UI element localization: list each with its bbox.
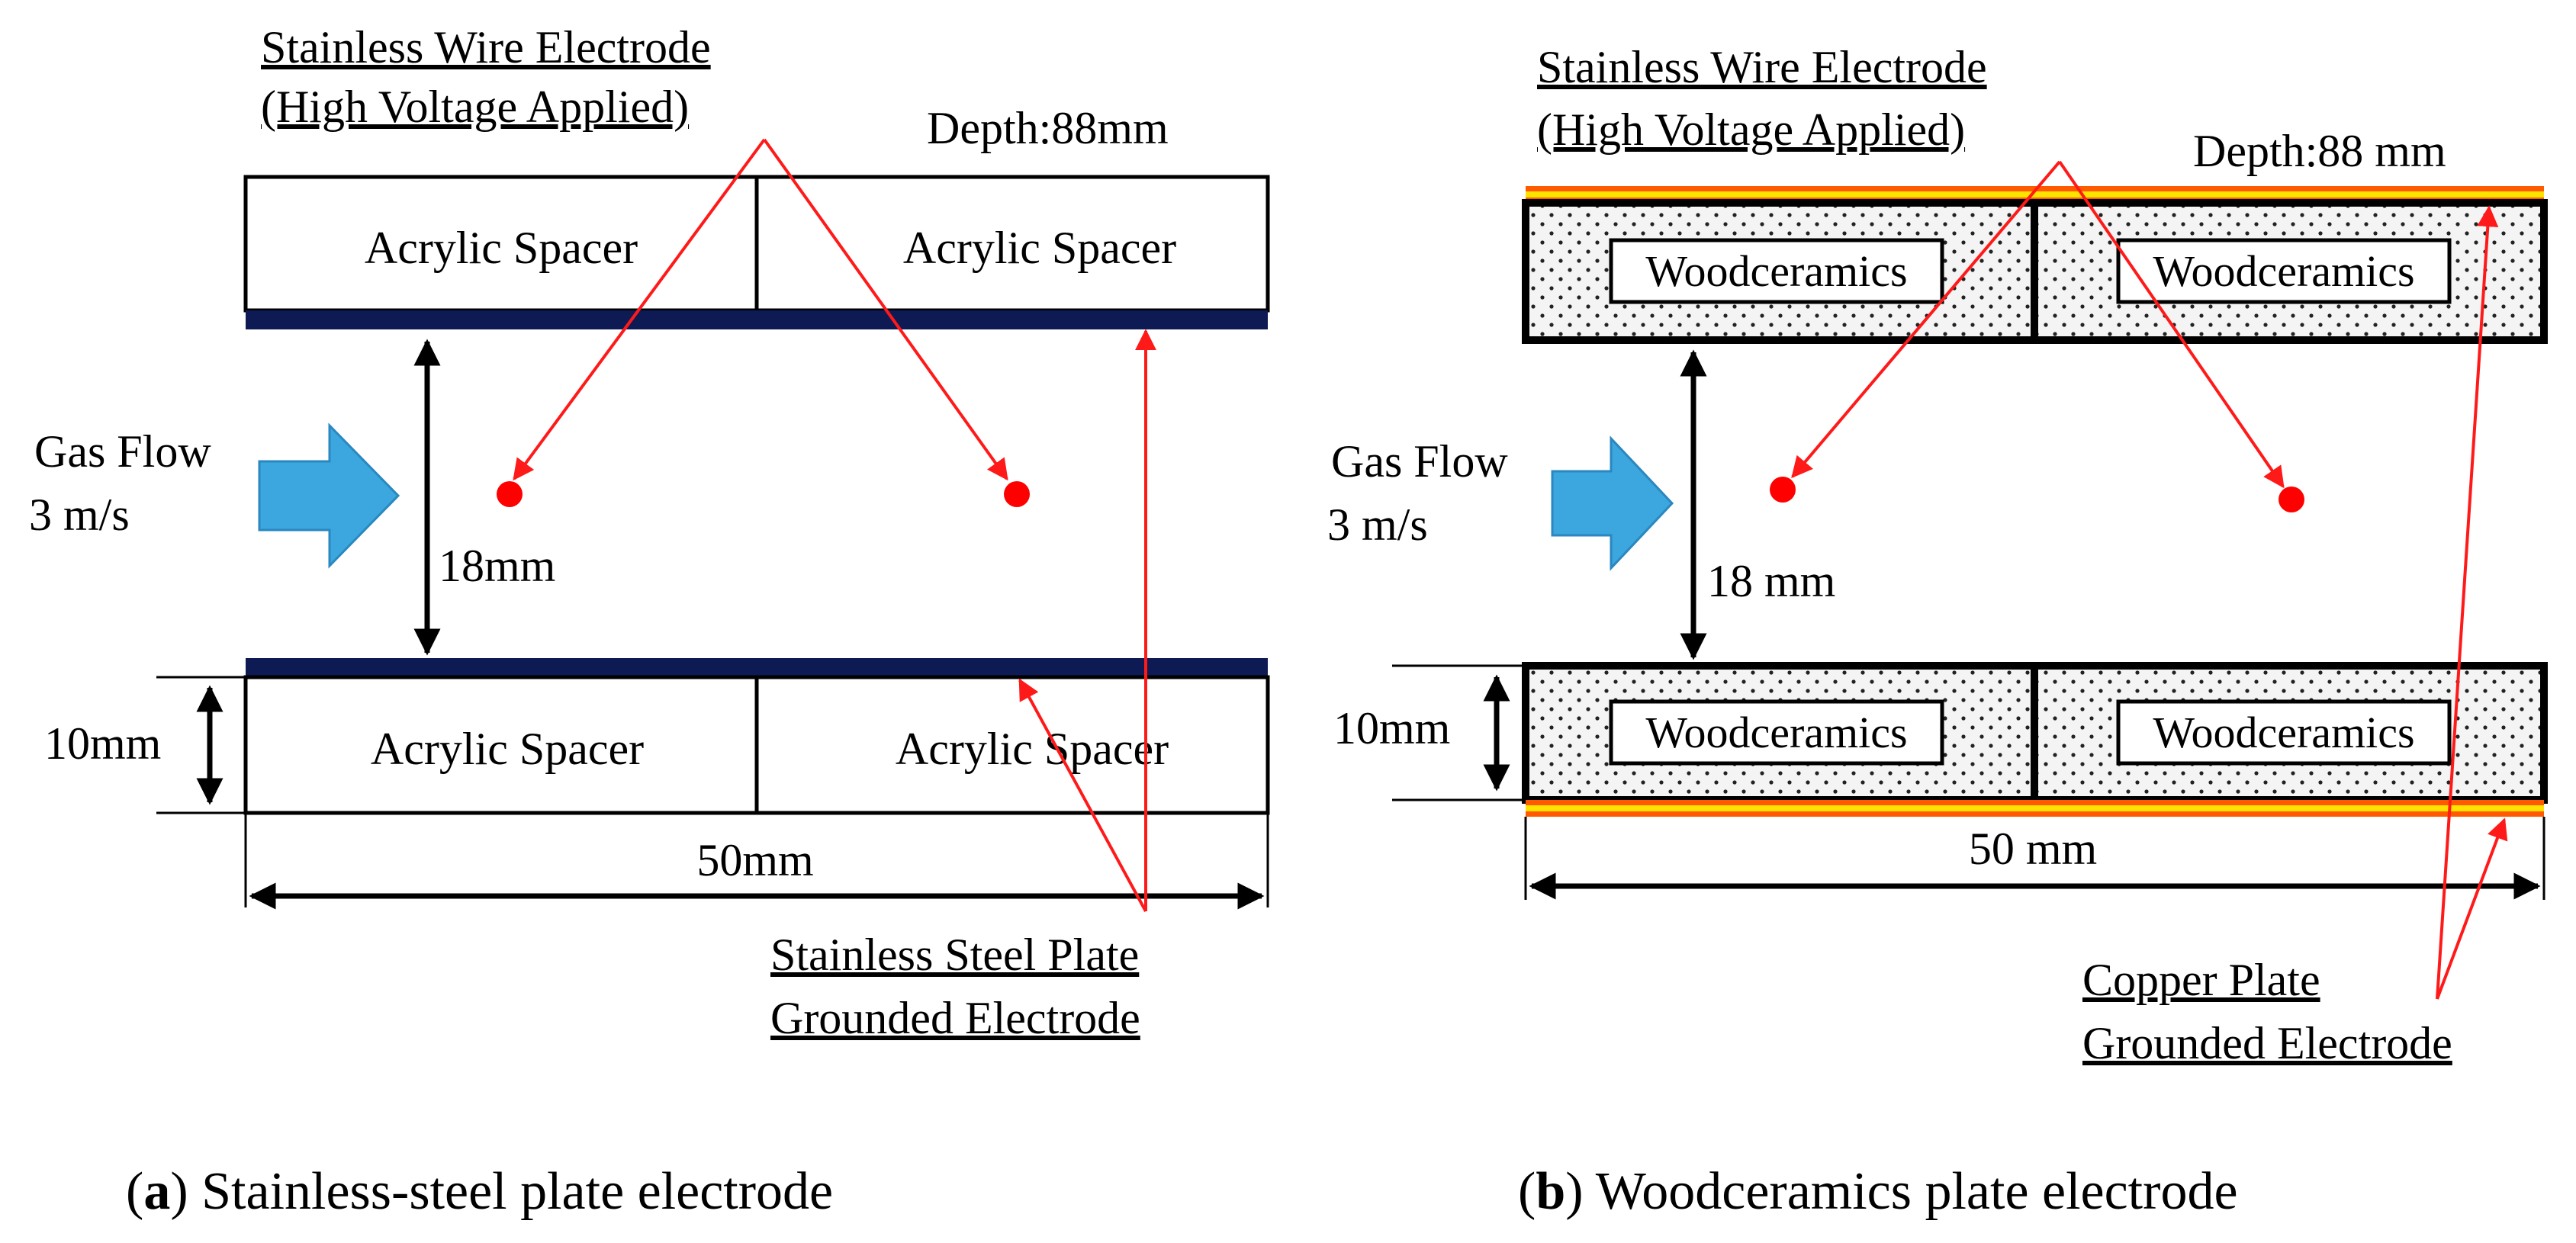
top-right-woodceramics-label: Woodceramics — [2153, 246, 2414, 296]
bottom-right-woodceramics-box — [2116, 699, 2452, 766]
bottom-left-woodceramics-label: Woodceramics — [1645, 708, 1907, 757]
grounded-plate-label-line2: Grounded Electrode — [2082, 1018, 2452, 1068]
caption-a: (a) Stainless-steel plate electrode — [126, 1162, 833, 1221]
wire-electrode-right — [2279, 487, 2304, 512]
wire-electrode-label-line1: Stainless Wire Electrode — [1537, 42, 1987, 92]
depth-label: Depth:88mm — [927, 103, 1169, 153]
panel-a: Stainless Wire Electrode (High Voltage A… — [29, 22, 1270, 1043]
pointer-wire-right — [2058, 160, 2285, 489]
caption-a-letter: a — [143, 1162, 170, 1221]
gas-flow-label: Gas Flow — [34, 426, 211, 477]
top-left-woodceramics-box — [1609, 238, 1944, 304]
caption-a-text: Stainless-steel plate electrode — [188, 1162, 834, 1221]
top-left-spacer-label: Acrylic Spacer — [365, 223, 638, 273]
panel-b: Stainless Wire Electrode (High Voltage A… — [1327, 42, 2548, 1068]
width-dimension-label: 50mm — [696, 835, 813, 885]
depth-label: Depth:88 mm — [2193, 126, 2446, 176]
pointer-wire-right — [763, 138, 1008, 481]
wire-electrode-left — [1770, 477, 1796, 503]
grounded-plate-label-line2: Grounded Electrode — [770, 993, 1140, 1043]
top-left-woodceramics-label: Woodceramics — [1645, 246, 1907, 296]
pointer-bottom-copper — [2436, 817, 2508, 1000]
caption-b: (b) Woodceramics plate electrode — [1518, 1162, 2238, 1221]
grounded-plate-label-line1: Stainless Steel Plate — [770, 930, 1139, 980]
bottom-copper-plate-inner — [1526, 805, 2544, 811]
width-dimension-label: 50 mm — [1969, 824, 2097, 874]
thickness-dimension-label: 10mm — [1333, 703, 1450, 753]
top-right-spacer-label: Acrylic Spacer — [903, 223, 1176, 273]
grounded-plate-label-line1: Copper Plate — [2082, 955, 2320, 1005]
gas-flow-label: Gas Flow — [1331, 436, 1508, 487]
pointer-top-copper — [2436, 205, 2499, 1000]
bottom-left-woodceramics-box — [1609, 699, 1944, 766]
caption-b-letter: b — [1536, 1162, 1565, 1221]
bottom-right-woodceramics-label: Woodceramics — [2153, 708, 2414, 757]
wire-electrode-left — [497, 481, 523, 507]
thickness-dimension-label: 10mm — [44, 718, 161, 769]
pointer-wire-left — [1791, 160, 2061, 479]
bottom-left-spacer-label: Acrylic Spacer — [371, 724, 644, 774]
gas-flow-speed: 3 m/s — [29, 490, 130, 540]
pointer-bottom-plate — [1018, 678, 1147, 912]
gas-flow-arrow-icon — [258, 422, 400, 569]
pointer-wire-left — [513, 138, 766, 481]
wire-electrode-label-line2: (High Voltage Applied) — [1537, 104, 1965, 155]
caption-b-text: Woodceramics plate electrode — [1584, 1162, 2238, 1221]
wire-electrode-right — [1004, 481, 1030, 507]
top-right-woodceramics-box — [2116, 238, 2452, 304]
bottom-right-spacer-label: Acrylic Spacer — [896, 724, 1169, 774]
top-stainless-steel-plate — [246, 310, 1268, 329]
wire-electrode-label-line1: Stainless Wire Electrode — [261, 22, 711, 72]
wire-electrode-label-line2: (High Voltage Applied) — [261, 82, 689, 132]
gap-dimension-label: 18mm — [439, 541, 555, 591]
bottom-stainless-steel-plate — [246, 658, 1268, 677]
gas-flow-arrow-icon — [1551, 435, 1674, 571]
gas-flow-speed: 3 m/s — [1327, 499, 1428, 550]
gap-dimension-label: 18 mm — [1707, 556, 1835, 606]
top-copper-plate-inner — [1526, 191, 2544, 198]
